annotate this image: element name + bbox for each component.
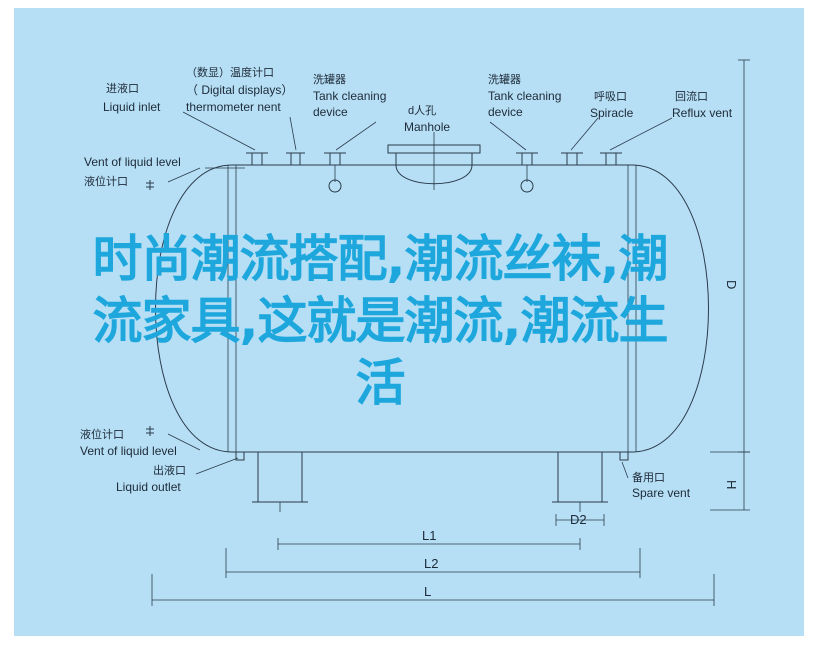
label-tank-clean-left-en2: device [313,105,348,119]
label-vent-level-bottom-cn: 液位计口 [80,427,124,441]
label-manhole-en: Manhole [404,120,450,134]
support-legs [235,451,629,512]
label-spiracle-en: Spiracle [590,106,634,120]
label-spare-cn: 备用口 [632,470,665,484]
dim-l: L [424,584,431,599]
label-tank-clean-right-cn: 洗罐器 [488,73,521,86]
label-liquid-inlet-cn: 进液口 [106,81,139,95]
label-tank-clean-right-en2: device [488,105,523,119]
callout-labels: 进液口 Liquid inlet （数显）温度计口 （ Digital disp… [80,65,733,500]
dim-l1: L1 [422,528,436,543]
overlay-line-1: 时尚潮流搭配,潮流丝袜,潮 [92,230,669,288]
overlay-line-3: 活 [355,354,406,412]
dimension-lines [151,59,750,606]
label-spare-en: Spare vent [632,486,691,500]
label-liquid-outlet-cn: 出液口 [153,463,186,477]
label-liquid-inlet-en: Liquid inlet [103,100,161,114]
label-thermometer-en2: thermometer nent [186,100,281,114]
dim-d2: D2 [570,512,587,527]
dimension-labels: D2 L1 L2 L H D [422,280,739,599]
label-vent-level-bottom-en: Vent of liquid level [80,444,177,458]
leader-lines [167,111,673,479]
label-spiracle-cn: 呼吸口 [594,90,627,103]
label-thermometer-cn: （数显）温度计口 [186,65,274,79]
label-reflux-cn: 回流口 [675,89,708,103]
manhole-nozzle [387,132,481,190]
overlay-headline: 时尚潮流搭配,潮流丝袜,潮 流家具,这就是潮流,潮流生 活 [0,228,760,414]
dim-h: H [724,480,739,489]
dim-l2: L2 [424,556,438,571]
label-thermometer-en: （ Digital displays） [186,83,293,97]
label-reflux-en: Reflux vent [672,106,733,120]
dim-d: D [724,280,739,289]
diagram-panel [14,8,804,636]
top-nozzles [246,152,622,193]
label-tank-clean-right-en: Tank cleaning [488,89,561,103]
label-liquid-outlet-en: Liquid outlet [116,480,181,494]
overlay-line-2: 流家具,这就是潮流,潮流生 [92,292,669,350]
label-tank-clean-left-en: Tank cleaning [313,89,386,103]
label-manhole-cn: d人孔 [408,104,436,117]
side-level-nozzles [146,180,154,436]
label-vent-level-top-cn: 液位计口 [84,174,128,188]
label-tank-clean-left-cn: 洗罐器 [313,73,346,86]
label-vent-level-top-en: Vent of liquid level [84,155,181,169]
